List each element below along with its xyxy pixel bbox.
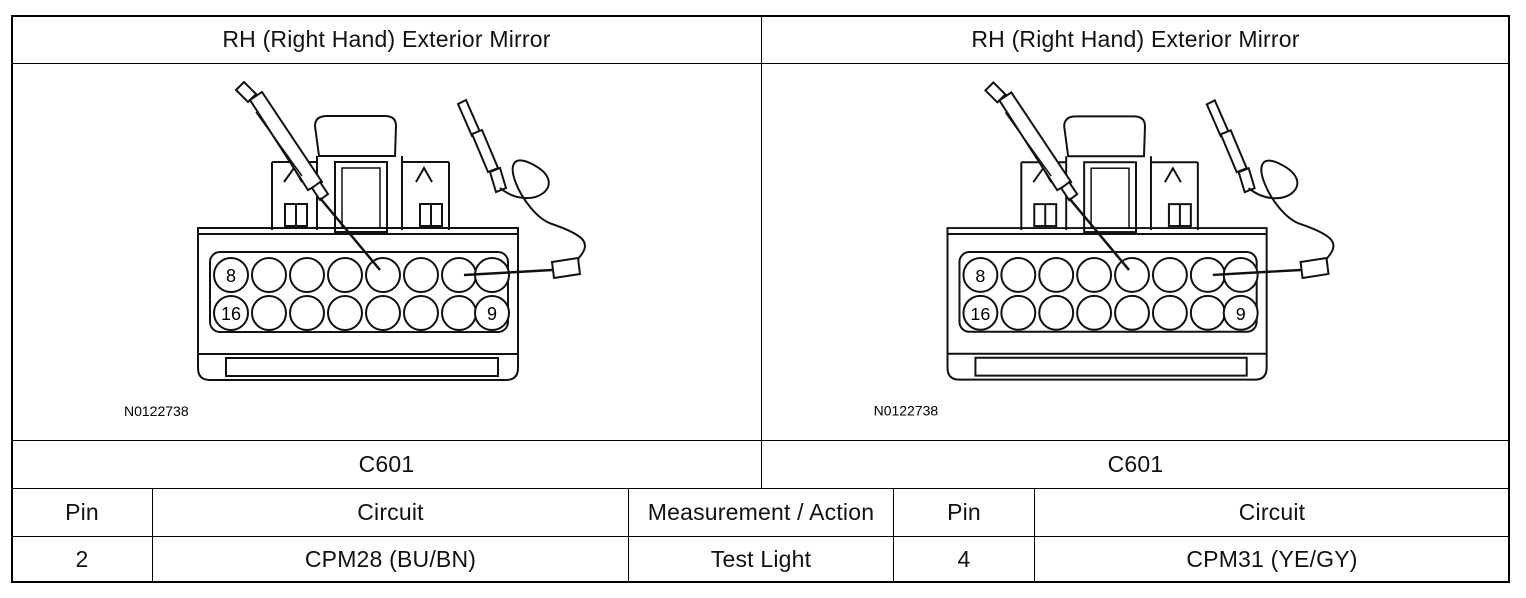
header-circuit-1: Circuit: [357, 499, 424, 525]
connector-label-left: C601: [358, 451, 415, 477]
divider-panels: [761, 16, 762, 488]
header-pin-1: Pin: [65, 499, 99, 525]
cell-pin-2: 4: [957, 546, 971, 572]
figure-id-left: N0122738: [124, 403, 189, 419]
header-measurement: Measurement / Action: [647, 499, 875, 525]
divider-col-3: [893, 488, 894, 582]
divider-col-4: [1034, 488, 1035, 582]
pin-label-bottom-left: 16: [970, 304, 990, 324]
pinout-table-frame: [11, 15, 1510, 583]
pin-label-bottom-left: 16: [221, 304, 241, 324]
cell-pin-1: 2: [75, 546, 89, 572]
pin-label-top-left: 8: [975, 266, 985, 286]
header-circuit-2: Circuit: [1238, 499, 1306, 525]
cell-circuit-2: CPM31 (YE/GY): [1186, 546, 1358, 572]
divider-connector: [12, 488, 1509, 489]
connector-diagram-left: 8 16 9 N0122738: [124, 80, 586, 419]
divider-col-1: [152, 488, 153, 582]
connector-diagram-right: 8 16 9 N0122738: [874, 81, 1335, 419]
cell-measurement: Test Light: [710, 546, 812, 572]
divider-header: [12, 63, 1509, 64]
cell-circuit-1: CPM28 (BU/BN): [304, 546, 477, 572]
pin-label-bottom-right: 9: [1236, 304, 1246, 324]
figure-id-right: N0122738: [874, 403, 939, 419]
divider-figure: [12, 440, 1509, 441]
pin-label-top-left: 8: [226, 266, 236, 286]
divider-table-head: [12, 536, 1509, 537]
panel-title-left: RH (Right Hand) Exterior Mirror: [222, 26, 551, 52]
pin-label-bottom-right: 9: [487, 304, 497, 324]
connector-figure-right: 8 16 9 N0122738: [762, 64, 1509, 440]
divider-col-2: [628, 488, 629, 582]
connector-label-right: C601: [1107, 451, 1164, 477]
connector-figure-left: 8 16 9 N0122738: [12, 64, 761, 440]
panel-title-right: RH (Right Hand) Exterior Mirror: [971, 26, 1300, 52]
header-pin-2: Pin: [947, 499, 981, 525]
